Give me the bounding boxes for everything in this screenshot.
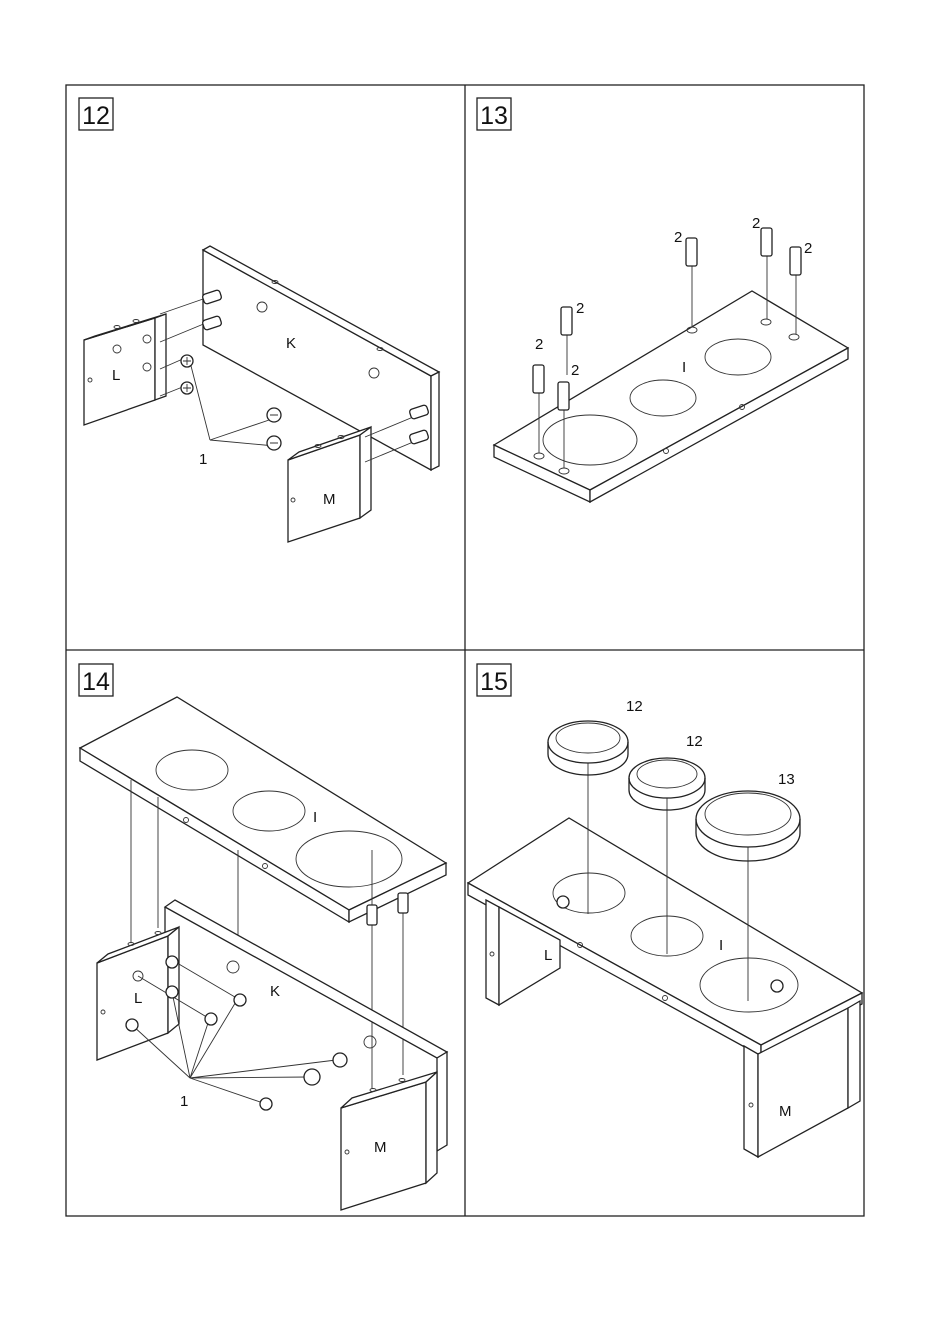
step-15-label-ring-a: 12 xyxy=(626,698,643,715)
step-15-label-l: L xyxy=(544,947,552,964)
step-14-board-m xyxy=(341,1072,437,1210)
step-14-label-k: K xyxy=(270,983,280,1000)
step-14-label-m: M xyxy=(374,1139,387,1156)
step-15-drawing: 12 12 13 L I M xyxy=(468,698,862,1157)
step-14-label-l: L xyxy=(134,990,142,1007)
step-13-label-dowel-d: 2 xyxy=(674,229,682,246)
step-14-label-i: I xyxy=(313,809,317,826)
step-14-board-i xyxy=(80,697,446,922)
step-12-drawing: K L M 1 xyxy=(84,246,439,542)
step-13-board-i xyxy=(494,291,848,502)
step-12-board-m xyxy=(288,427,371,542)
step-15-label-ring-b: 12 xyxy=(686,733,703,750)
step-12-board-l xyxy=(84,314,166,425)
step-14-drawing: L K I M 1 xyxy=(80,697,447,1210)
step-13-label-dowel-b: 2 xyxy=(571,362,579,379)
step-12-board-k xyxy=(203,246,439,470)
step-12-label-m: M xyxy=(323,491,336,508)
step-13-number-box: 13 xyxy=(477,98,511,130)
step-13-number: 13 xyxy=(480,102,508,130)
step-12-label-cam-lock: 1 xyxy=(199,451,207,468)
step-13-drawing: 2 2 2 2 2 2 I xyxy=(494,215,848,502)
step-15-number: 15 xyxy=(480,668,508,696)
step-13-label-dowel-a: 2 xyxy=(535,336,543,353)
step-13-label-dowel-f: 2 xyxy=(804,240,812,257)
step-15-number-box: 15 xyxy=(477,664,511,696)
step-12-number-box: 12 xyxy=(79,98,113,130)
step-14-label-cam-lock: 1 xyxy=(180,1093,188,1110)
step-15-label-m: M xyxy=(779,1103,792,1120)
step-14-number-box: 14 xyxy=(79,664,113,696)
step-15-label-i: I xyxy=(719,937,723,954)
step-12-label-k: K xyxy=(286,335,296,352)
step-12-number: 12 xyxy=(82,102,110,130)
step-13-label-dowel-c: 2 xyxy=(576,300,584,317)
step-13-label-i: I xyxy=(682,359,686,376)
step-15-label-ring-large: 13 xyxy=(778,771,795,788)
step-13-label-dowel-e: 2 xyxy=(752,215,760,232)
step-14-number: 14 xyxy=(82,668,110,696)
step-12-label-l: L xyxy=(112,367,120,384)
